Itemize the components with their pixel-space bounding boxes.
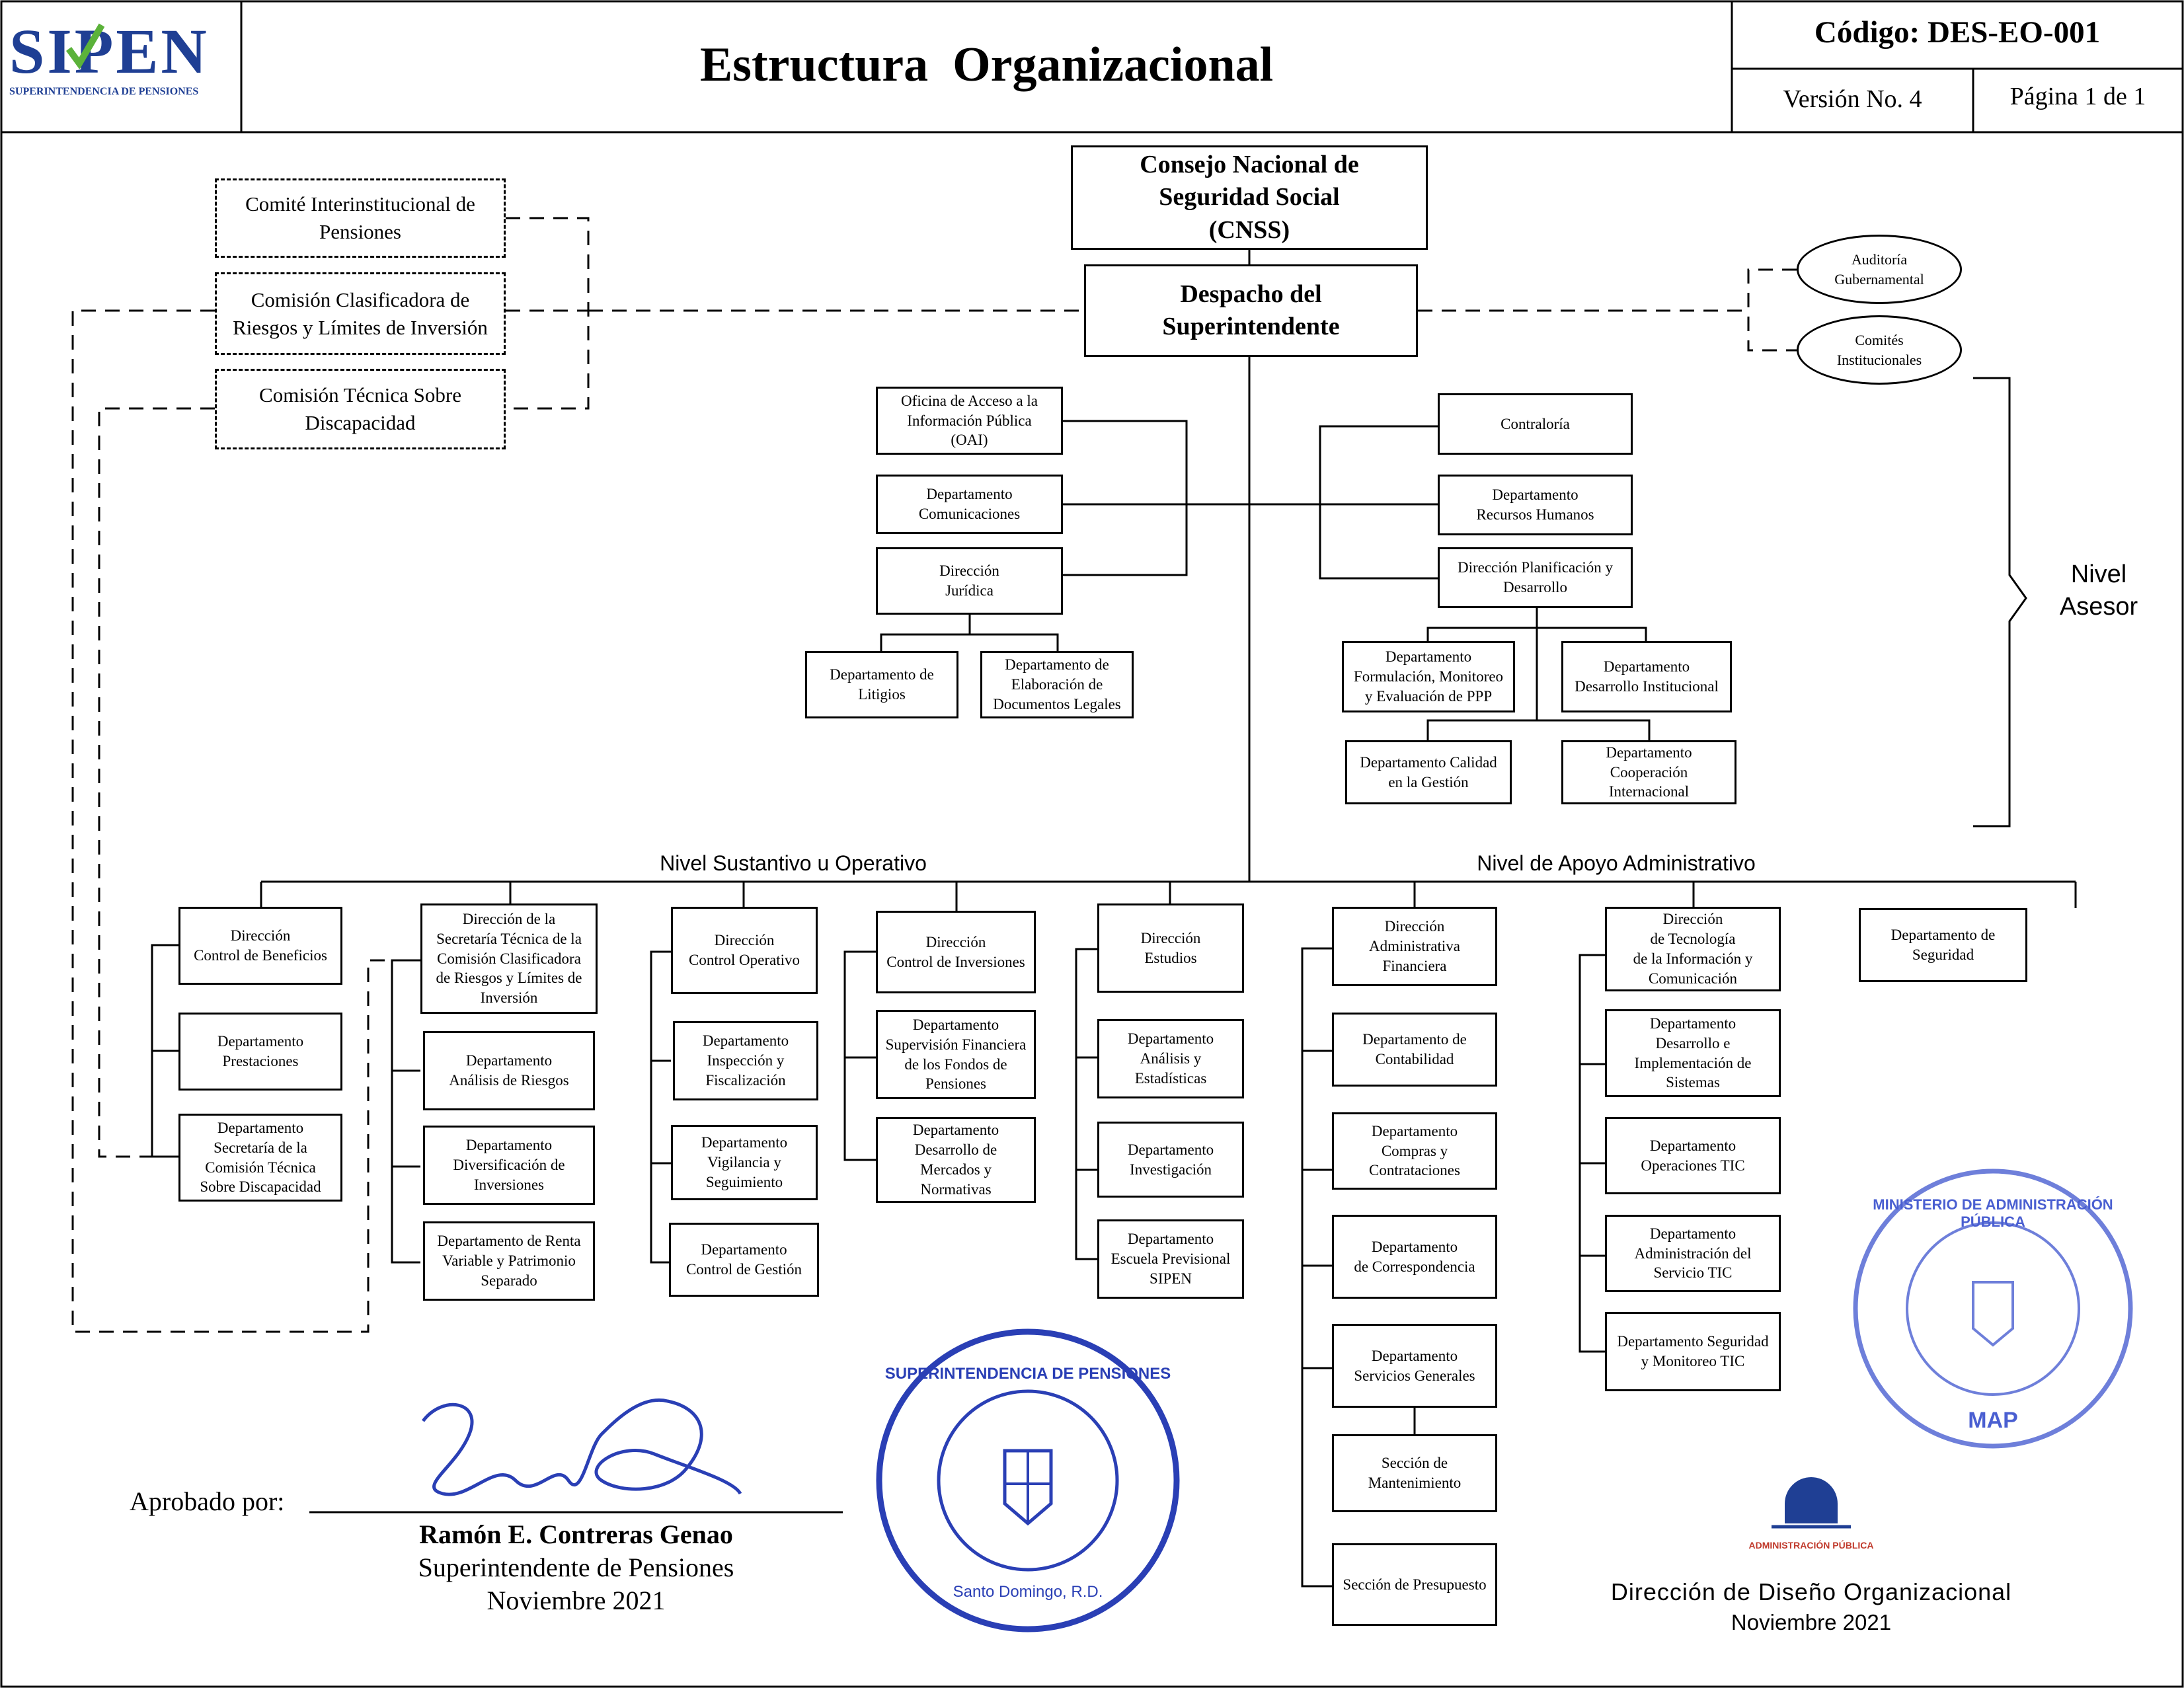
gov-logo-text: ADMINISTRACIÓN PÚBLICA bbox=[1748, 1540, 1874, 1551]
org-unit-date: Noviembre 2021 bbox=[1731, 1610, 1892, 1634]
departamento-box: Departamento Operaciones TIC bbox=[1605, 1117, 1781, 1194]
sipen-seal: SUPERINTENDENCIA DE PENSIONES Santo Domi… bbox=[873, 1325, 1183, 1636]
direccion-box: Dirección Control de Beneficios bbox=[178, 907, 342, 985]
nivel-sustantivo-label: Nivel Sustantivo u Operativo bbox=[660, 851, 927, 875]
signer-date: Noviembre 2021 bbox=[487, 1586, 666, 1615]
departamento-box: Departamento Investigación bbox=[1097, 1122, 1244, 1198]
oval-auditoria: Auditoría Gubernamental bbox=[1797, 235, 1962, 304]
desarrollo-institucional-box: Departamento Desarrollo Institucional bbox=[1561, 641, 1732, 712]
departamento-box: Departamento de Renta Variable y Patrimo… bbox=[423, 1221, 595, 1301]
departamento-box: Departamento Servicios Generales bbox=[1332, 1324, 1497, 1408]
nivel-asesor-label: Nivel Asesor bbox=[2059, 560, 2138, 621]
version-number: Versión No. 4 bbox=[1783, 85, 1922, 113]
departamento-box: Departamento Administración del Servicio… bbox=[1605, 1215, 1781, 1292]
committee-box: Comité Interinstitucional de Pensiones bbox=[215, 178, 506, 258]
page-number: Página 1 de 1 bbox=[2009, 83, 2146, 110]
sipen-logo: SIPEN SUPERINTENDENCIA DE PENSIONES bbox=[9, 20, 237, 112]
litigios-box: Departamento de Litigios bbox=[805, 651, 958, 718]
seal-city-text: Santo Domingo, R.D. bbox=[953, 1583, 1103, 1601]
seccion-box: Sección de Presupuesto bbox=[1332, 1543, 1497, 1626]
planificacion-box: Dirección Planificación y Desarrollo bbox=[1438, 547, 1633, 608]
comunicaciones-box: Departamento Comunicaciones bbox=[876, 475, 1063, 534]
recursos-humanos-box: Departamento Recursos Humanos bbox=[1438, 475, 1633, 535]
seal-abbr: MAP bbox=[1968, 1408, 2018, 1433]
page-title: Estructura Organizacional bbox=[699, 38, 1274, 92]
despacho-box: Despacho del Superintendente bbox=[1084, 264, 1418, 357]
signer-name: Ramón E. Contreras Genao bbox=[419, 1519, 733, 1549]
direccion-box: Dirección Control Operativo bbox=[671, 907, 818, 994]
seal-text: SUPERINTENDENCIA DE PENSIONES bbox=[884, 1365, 1171, 1383]
direccion-box: Dirección Control de Inversiones bbox=[876, 911, 1036, 993]
departamento-box: Departamento Diversificación de Inversio… bbox=[423, 1126, 595, 1205]
departamento-box: Departamento de Seguridad bbox=[1859, 908, 2027, 982]
departamento-box: Departamento Desarrollo de Mercados y No… bbox=[876, 1117, 1036, 1203]
departamento-box: Departamento Análisis y Estadísticas bbox=[1097, 1019, 1244, 1098]
map-seal: MINISTERIO DE ADMINISTRACIÓN PÚBLICA MAP bbox=[1851, 1163, 2135, 1454]
seal-text: MINISTERIO DE ADMINISTRACIÓN PÚBLICA bbox=[1873, 1196, 2113, 1230]
oval-comites: Comités Institucionales bbox=[1797, 315, 1962, 385]
departamento-box: Departamento Secretaría de la Comisión T… bbox=[178, 1114, 342, 1202]
gov-logo: ADMINISTRACIÓN PÚBLICA bbox=[1745, 1471, 1877, 1563]
committee-box: Comisión Clasificadora de Riesgos y Lími… bbox=[215, 272, 506, 355]
departamento-box: Departamento Desarrollo e Implementación… bbox=[1605, 1009, 1781, 1097]
departamento-box: Departamento Vigilancia y Seguimiento bbox=[671, 1125, 818, 1200]
departamento-box: Departamento Prestaciones bbox=[178, 1013, 342, 1091]
signer-role: Superintendente de Pensiones bbox=[418, 1553, 734, 1582]
departamento-box: Departamento Seguridad y Monitoreo TIC bbox=[1605, 1312, 1781, 1391]
departamento-box: Departamento Análisis de Riesgos bbox=[423, 1031, 595, 1110]
departamento-box: Departamento de Correspondencia bbox=[1332, 1215, 1497, 1299]
direccion-box: Dirección de la Secretaría Técnica de la… bbox=[420, 903, 598, 1014]
direccion-box: Dirección Administrativa Financiera bbox=[1332, 907, 1497, 986]
logo-text: SIPEN bbox=[9, 16, 210, 87]
departamento-box: Departamento Supervisión Financiera de l… bbox=[876, 1010, 1036, 1099]
departamento-box: Departamento Escuela Previsional SIPEN bbox=[1097, 1219, 1244, 1299]
departamento-box: Departamento Control de Gestión bbox=[669, 1223, 819, 1297]
org-unit-label: Dirección de Diseño Organizacional bbox=[1610, 1578, 2012, 1605]
direccion-box: Dirección de Tecnología de la Informació… bbox=[1605, 907, 1781, 991]
logo-subtitle: SUPERINTENDENCIA DE PENSIONES bbox=[9, 86, 199, 97]
juridica-box: Dirección Jurídica bbox=[876, 547, 1063, 615]
departamento-box: Departamento Inspección y Fiscalización bbox=[673, 1021, 818, 1100]
formulacion-box: Departamento Formulación, Monitoreo y Ev… bbox=[1342, 641, 1515, 712]
checkmark-icon bbox=[65, 22, 105, 70]
oai-box: Oficina de Acceso a la Información Públi… bbox=[876, 387, 1063, 455]
nivel-apoyo-label: Nivel de Apoyo Administrativo bbox=[1477, 851, 1756, 875]
cnss-box: Consejo Nacional de Seguridad Social (CN… bbox=[1071, 145, 1428, 250]
contraloria-box: Contraloría bbox=[1438, 393, 1633, 455]
aprobado-label: Aprobado por: bbox=[130, 1486, 285, 1516]
departamento-box: Departamento de Contabilidad bbox=[1332, 1013, 1497, 1087]
committee-box: Comisión Técnica Sobre Discapacidad bbox=[215, 369, 506, 449]
signature bbox=[403, 1381, 747, 1514]
departamento-box: Departamento Compras y Contrataciones bbox=[1332, 1112, 1497, 1190]
documentos-legales-box: Departamento de Elaboración de Documento… bbox=[980, 651, 1134, 718]
calidad-box: Departamento Calidad en la Gestión bbox=[1345, 740, 1512, 804]
document-code: Código: DES-EO-001 bbox=[1814, 15, 2101, 50]
direccion-box: Dirección Estudios bbox=[1097, 903, 1244, 993]
seccion-box: Sección de Mantenimiento bbox=[1332, 1434, 1497, 1512]
cooperacion-box: Departamento Cooperación Internacional bbox=[1561, 740, 1736, 804]
